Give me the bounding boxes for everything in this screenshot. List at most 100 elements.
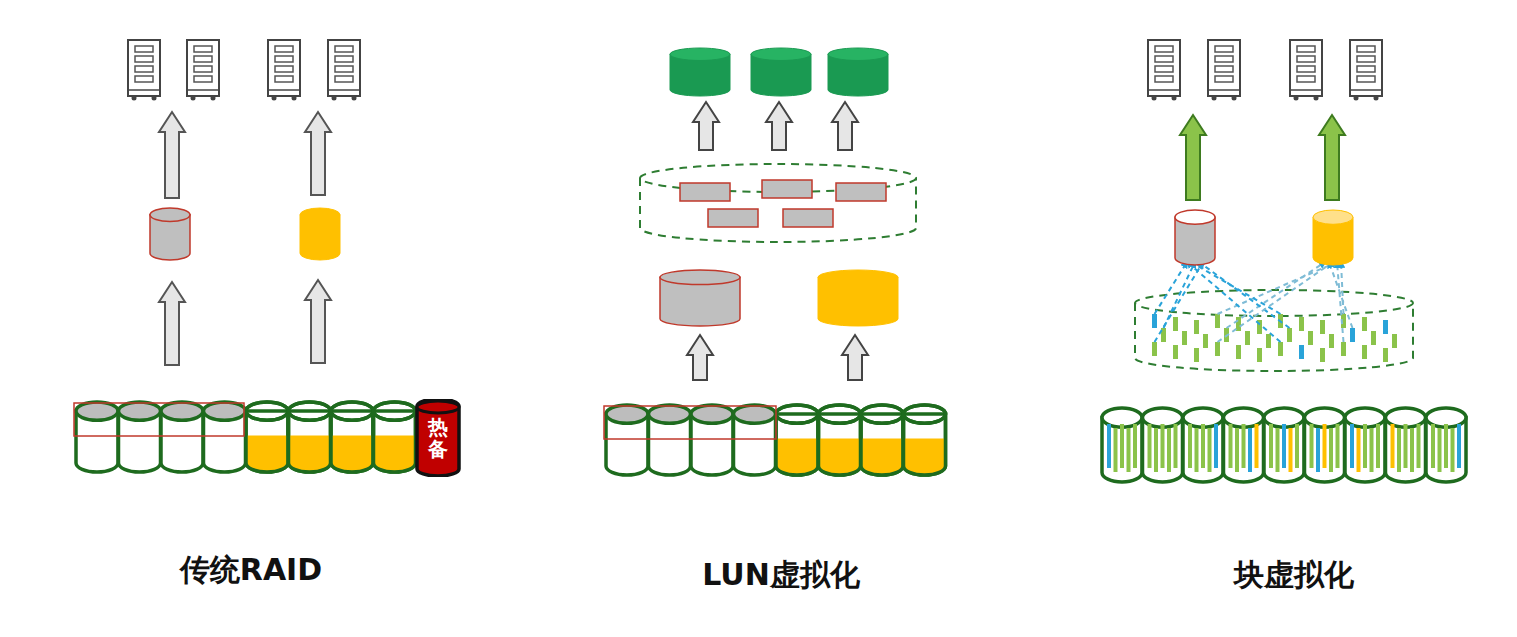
disk — [776, 405, 818, 475]
chunk — [1266, 334, 1271, 348]
chunk — [1350, 328, 1355, 342]
mapping-line — [1227, 262, 1326, 328]
panel-caption: 传统RAID — [180, 550, 322, 591]
disk-stripe — [1417, 424, 1421, 468]
illustration-part — [268, 89, 300, 91]
illustration-part — [1102, 418, 1142, 482]
illustration-part — [1148, 40, 1180, 96]
illustration-part — [1297, 66, 1315, 72]
disk — [1305, 408, 1345, 482]
illustration-part — [1350, 40, 1382, 96]
panel-caption: LUN虚拟化 — [702, 555, 860, 596]
mapping-line — [1155, 262, 1204, 342]
illustration-part — [76, 402, 118, 420]
disk-outline — [819, 405, 861, 475]
disk-stripe — [1133, 424, 1137, 468]
disk-stripe — [1235, 428, 1239, 472]
disk-stripe — [1127, 428, 1131, 472]
illustration-part — [1350, 89, 1382, 91]
illustration-part — [191, 96, 196, 101]
illustration-part — [751, 48, 811, 60]
disk-outline — [246, 402, 288, 472]
lun-slice — [680, 183, 730, 201]
chunk — [1320, 348, 1325, 362]
illustration-part — [1208, 89, 1240, 91]
illustration-part — [1155, 76, 1173, 82]
disk-stripe — [1148, 424, 1152, 468]
chunk — [1182, 331, 1187, 345]
illustration-part — [670, 48, 730, 60]
illustration-part — [135, 56, 153, 62]
disk-stripe — [1188, 424, 1192, 468]
disk — [1386, 408, 1426, 482]
lun-slice — [836, 183, 886, 201]
illustration-part — [691, 405, 733, 423]
disk-stripe — [1391, 424, 1395, 468]
server-icon — [1350, 40, 1382, 101]
illustration-part — [128, 89, 160, 91]
chunk — [1215, 342, 1220, 356]
server-icon — [1148, 40, 1180, 101]
raid-volume — [818, 270, 898, 326]
disk — [1426, 408, 1466, 482]
disk — [1183, 408, 1223, 482]
disk-stripe — [1438, 428, 1442, 472]
illustration-part — [300, 208, 340, 222]
chunk — [1173, 317, 1178, 331]
disk-stripe — [1323, 424, 1327, 468]
block-arrow — [159, 282, 185, 365]
block-arrow — [1319, 115, 1345, 200]
disk-stripe — [1336, 424, 1340, 468]
illustration-part — [1208, 40, 1240, 96]
disk-stripe — [1174, 424, 1178, 468]
disk — [861, 405, 903, 475]
illustration-part — [211, 96, 216, 101]
disk-stripe — [1167, 428, 1171, 472]
disk-stripe — [1451, 428, 1455, 472]
illustration-part — [187, 40, 219, 96]
illustration-part — [135, 66, 153, 72]
illustration-part — [1143, 418, 1183, 482]
raid-volume — [660, 270, 740, 326]
mapping-line — [1199, 262, 1290, 328]
pool-outline — [640, 178, 916, 242]
illustration-part — [1357, 46, 1375, 52]
disk — [204, 402, 246, 472]
illustration-part — [1313, 210, 1353, 224]
illustration-part — [1357, 56, 1375, 62]
disk — [1143, 408, 1183, 482]
illustration-part — [275, 66, 293, 72]
illustration-part — [1183, 418, 1223, 482]
disk — [649, 405, 691, 475]
disk-outline — [374, 402, 416, 472]
lun-slice — [708, 209, 758, 227]
illustration-part — [1297, 56, 1315, 62]
illustration-part — [135, 46, 153, 52]
disk-stripe — [1208, 428, 1212, 472]
illustration-part — [292, 96, 297, 101]
illustration-part — [187, 89, 219, 91]
illustration-part — [1215, 56, 1233, 62]
mapping-line — [1155, 262, 1188, 314]
disk-stripe — [1310, 424, 1314, 468]
illustration-part — [352, 96, 357, 101]
illustration-part — [204, 402, 246, 420]
disk-stripe — [1404, 424, 1408, 468]
chunk — [1329, 334, 1334, 348]
disk-stripe — [1269, 424, 1273, 468]
illustration-part — [374, 436, 416, 472]
illustration-part — [1314, 96, 1319, 101]
disk-stripe — [1242, 424, 1246, 468]
illustration-part — [1426, 418, 1466, 482]
hot-spare-disk: 热备 — [415, 399, 461, 477]
chunk — [1320, 320, 1325, 334]
volume — [1313, 210, 1353, 265]
illustration-part — [649, 405, 691, 423]
chunk — [1383, 348, 1388, 362]
illustration-part — [335, 76, 353, 82]
illustration-part — [328, 89, 360, 91]
server-icon — [328, 40, 360, 101]
illustration-part — [1345, 418, 1385, 482]
illustration-part — [1172, 96, 1177, 101]
